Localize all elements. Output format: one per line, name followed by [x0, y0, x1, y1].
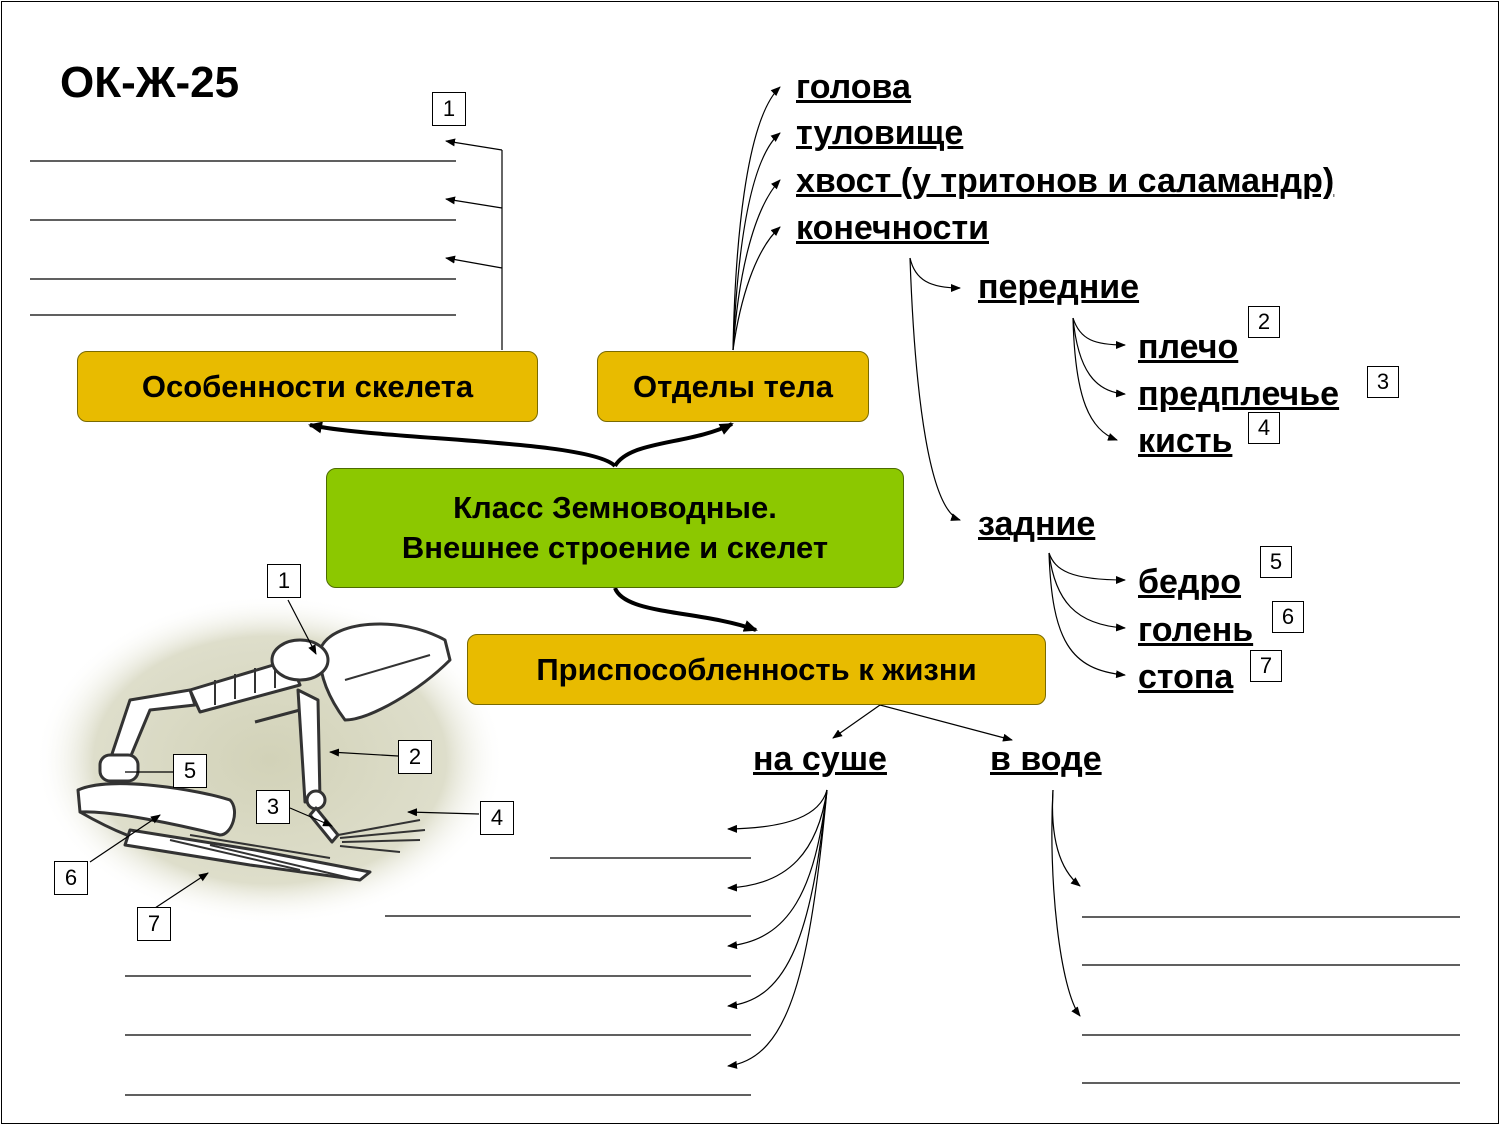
frog-skeleton-icon: [35, 595, 505, 925]
frog-pointer-lines: [89, 599, 480, 909]
frog-label-6: 6: [54, 861, 88, 895]
body-parts-label: Отделы тела: [633, 368, 833, 404]
number-box-2: 2: [1248, 306, 1280, 338]
body-part-tail: хвост (у тритонов и саламандр): [796, 162, 1335, 200]
skeleton-features-label: Особенности скелета: [141, 368, 474, 404]
frog-label-3: 3: [256, 790, 290, 824]
center-topic-line2: Внешнее строение и скелет: [401, 530, 829, 565]
number-box-7: 7: [1250, 650, 1282, 682]
front-limb-shoulder: плечо: [1138, 328, 1239, 366]
answer-lines-water: [1082, 916, 1460, 1084]
frog-label-5: 5: [173, 754, 207, 788]
frog-label-2: 2: [398, 740, 432, 774]
front-limb-hand: кисть: [1138, 422, 1233, 460]
water-arrows: [1051, 789, 1081, 1017]
body-parts-box: Отделы тела: [597, 351, 869, 422]
number-box-3: 3: [1367, 366, 1399, 398]
frog-label-4: 4: [480, 801, 514, 835]
land-arrows: [727, 789, 828, 1069]
page-title: ОК-Ж-25: [60, 58, 240, 107]
habitat-water: в воде: [990, 740, 1102, 778]
number-box-4: 4: [1248, 412, 1280, 444]
habitat-land: на суше: [753, 740, 887, 778]
frog-label-1: 1: [267, 564, 301, 598]
front-limb-forearm: предплечье: [1138, 375, 1340, 413]
center-topic-line1: Класс Земноводные.: [453, 489, 777, 525]
hind-limb-foot: стопа: [1138, 658, 1234, 696]
limb-arrows: [909, 257, 1126, 679]
answer-lines-land: [125, 857, 751, 1096]
number-box-6: 6: [1272, 601, 1304, 633]
adaptation-label: Приспособленность к жизни: [536, 651, 977, 687]
front-limbs-label: передние: [978, 268, 1140, 306]
center-connectors: [308, 421, 758, 632]
skeleton-number-box: 1: [432, 92, 466, 126]
adaptation-box: Приспособленность к жизни: [467, 634, 1046, 705]
frog-label-7: 7: [137, 907, 171, 941]
body-part-head: голова: [796, 68, 911, 106]
body-part-trunk: туловище: [796, 114, 964, 152]
hind-limb-thigh: бедро: [1138, 563, 1242, 601]
number-box-5: 5: [1260, 546, 1292, 578]
hind-limbs-label: задние: [978, 505, 1096, 543]
body-part-limbs: конечности: [796, 209, 989, 247]
body-parts-arrows: [732, 86, 781, 351]
skeleton-arrows: [445, 138, 503, 350]
adaptation-arrows: [832, 704, 1013, 742]
center-topic-box: Класс Земноводные. Внешнее строение и ск…: [326, 468, 904, 588]
skeleton-features-box: Особенности скелета: [77, 351, 538, 422]
answer-lines-skeleton: [30, 160, 456, 316]
hind-limb-shin: голень: [1138, 611, 1254, 649]
